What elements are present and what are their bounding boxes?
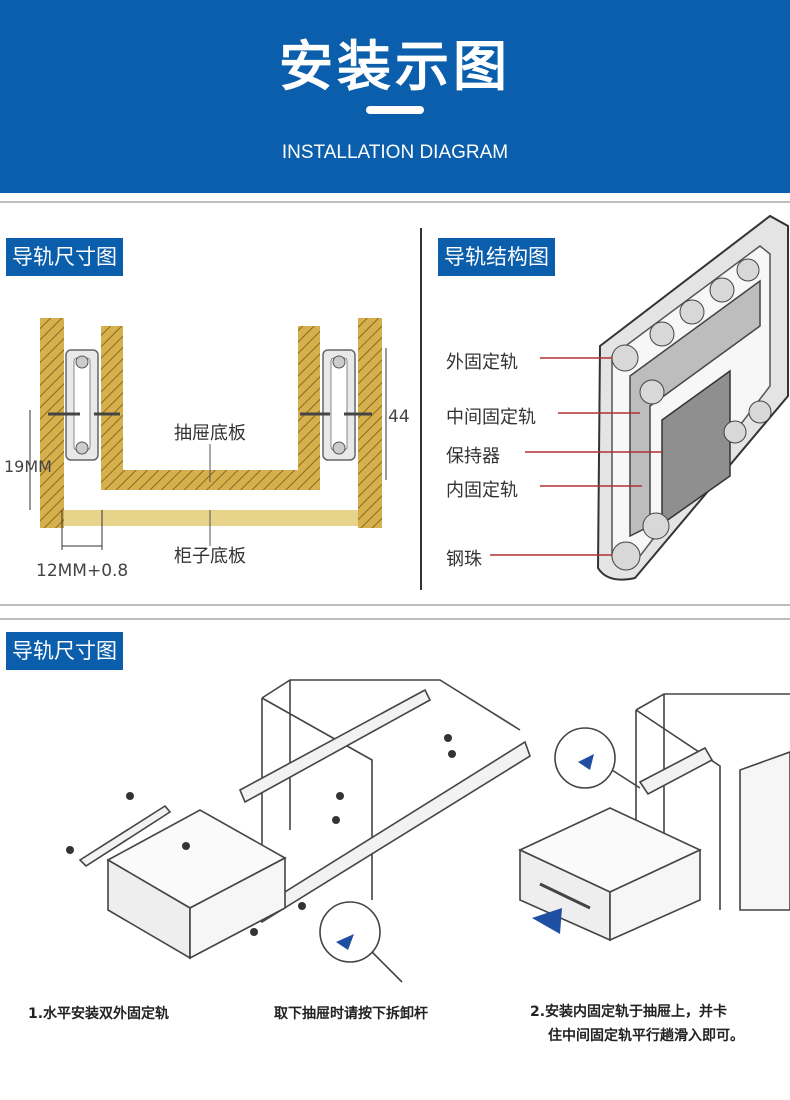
- steel-ball-row-bottom: [611, 400, 772, 571]
- magnifier-circle-right: [554, 727, 616, 789]
- slide-right: [300, 349, 372, 461]
- page-subtitle: INSTALLATION DIAGRAM: [281, 142, 509, 163]
- drawer-wall-left: [101, 326, 123, 490]
- install-diagram-label: 导轨尺寸图: [6, 632, 123, 670]
- part-label-outer-rail: 外固定轨: [446, 352, 518, 373]
- caption-remove: 取下抽屉时请按下拆卸杆: [274, 1006, 428, 1022]
- cabinet-wall-left: [40, 318, 64, 528]
- inner-rail-drawer: [78, 804, 172, 868]
- drawer-wall-right: [298, 326, 320, 490]
- middle-rail-shape: [629, 279, 761, 538]
- part-label-retainer: 保持器: [446, 446, 500, 467]
- cabinet-bottom-board: [64, 510, 358, 526]
- drawer-bottom-text: 抽屉底板: [174, 423, 246, 444]
- drawer-box-installed: [518, 807, 702, 942]
- inner-rail-shape: [661, 369, 731, 526]
- outer-rail-back: [238, 688, 432, 804]
- part-label-inner-rail: 内固定轨: [446, 480, 518, 501]
- page-title: 安装示图: [279, 35, 511, 98]
- screws: [66, 734, 456, 936]
- direction-arrow-left: [336, 934, 354, 950]
- cabinet-bottom-text: 柜子底板: [174, 546, 246, 567]
- divider-middle: [0, 604, 790, 606]
- dimension-diagram: 抽屉底板 柜子底板 19MM 44 12MM+0.8: [4, 318, 410, 581]
- panel-divider: [420, 228, 422, 590]
- slide-left: [48, 349, 120, 461]
- divider-middle-2: [0, 618, 790, 620]
- installation-illustration: [66, 679, 790, 983]
- part-label-middle-rail: 中间固定轨: [446, 407, 536, 428]
- structure-diagram-label: 导轨结构图: [438, 238, 555, 276]
- caption-step2-line2: 住中间固定轨平行趟滑入即可。: [548, 1028, 744, 1044]
- dimension-diagram-label: 导轨尺寸图: [6, 238, 123, 276]
- direction-arrow-small: [578, 754, 594, 770]
- dim-height-left-text: 19MM: [4, 457, 52, 476]
- direction-arrow-right: [532, 908, 562, 934]
- title-underline: [366, 106, 424, 114]
- divider-top: [0, 201, 790, 203]
- drawer-box: [106, 809, 287, 960]
- magnifier-circle: [319, 901, 381, 963]
- caption-step1: 1.水平安装双外固定轨: [28, 1006, 170, 1022]
- dim-height-right-text: 44: [388, 407, 410, 427]
- rail-structure-diagram: [490, 214, 789, 581]
- part-label-steel-ball: 钢珠: [446, 549, 482, 570]
- cabinet-wall-right: [358, 318, 382, 528]
- header-banner: 安装示图 INSTALLATION DIAGRAM: [0, 0, 790, 193]
- caption-step2-line1: 2.安装内固定轨于抽屉上，并卡: [530, 1004, 728, 1020]
- dim-width-text: 12MM+0.8: [36, 561, 128, 581]
